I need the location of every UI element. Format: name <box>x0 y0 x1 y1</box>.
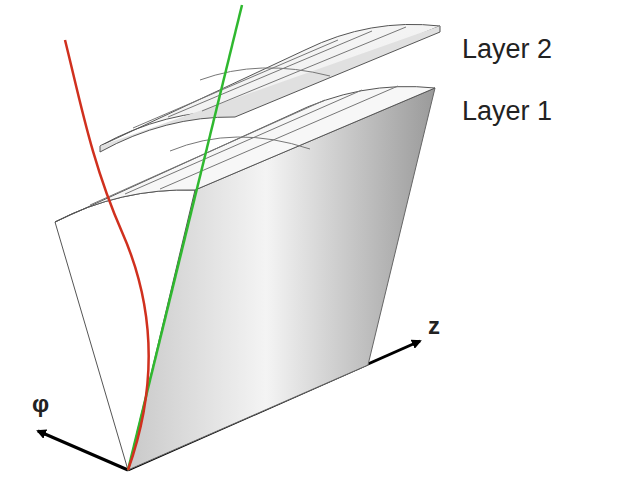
layer-label: Layer 1 <box>462 98 552 125</box>
phi-axis <box>38 431 128 470</box>
wedge-front-face <box>55 190 195 470</box>
layer-label: Layer 2 <box>462 36 552 63</box>
axis-label: φ <box>32 392 49 416</box>
layer2-edge <box>100 26 440 152</box>
layer2-segmentation <box>133 27 406 128</box>
curved-track <box>65 40 149 470</box>
axis-label: z <box>428 314 440 338</box>
layer2-surface <box>100 24 440 146</box>
